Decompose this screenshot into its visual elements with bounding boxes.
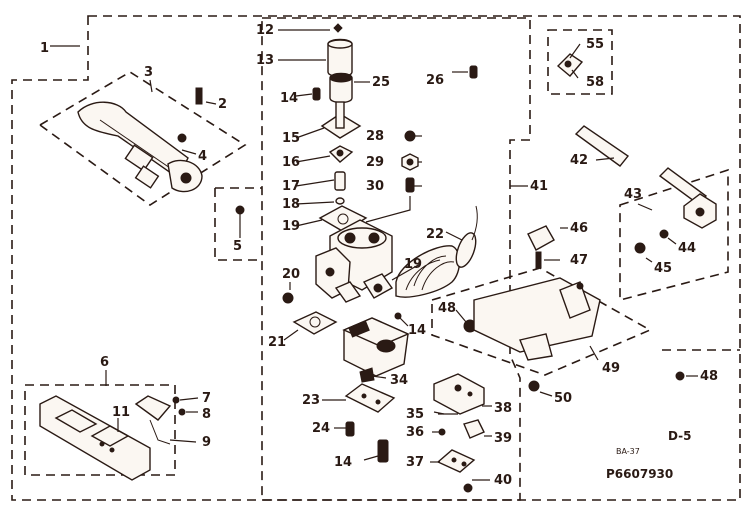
callout-17: 17 xyxy=(282,179,300,194)
callout-11: 11 xyxy=(112,405,130,420)
callout-8: 8 xyxy=(202,407,211,422)
callout-labels: 1 2 3 4 5 6 7 8 9 11 12 13 14 15 16 17 1… xyxy=(40,23,718,488)
callout-22: 22 xyxy=(426,227,444,242)
callout-13: 13 xyxy=(256,53,274,68)
small-code: BA-37 xyxy=(616,447,640,456)
callout-18: 18 xyxy=(282,197,300,212)
callout-3: 3 xyxy=(144,65,153,80)
callout-45: 45 xyxy=(654,261,672,276)
callout-29: 29 xyxy=(366,155,384,170)
callout-55: 55 xyxy=(586,37,604,52)
callout-35: 35 xyxy=(406,407,424,422)
callout-14: 14 xyxy=(334,455,352,470)
callout-14: 14 xyxy=(408,323,426,338)
page-code: D-5 xyxy=(668,429,692,443)
callout-4: 4 xyxy=(198,149,207,164)
callout-49: 49 xyxy=(602,361,620,376)
callout-19: 19 xyxy=(282,219,300,234)
callout-26: 26 xyxy=(426,73,444,88)
callout-37: 37 xyxy=(406,455,424,470)
callout-24: 24 xyxy=(312,421,330,436)
callout-12: 12 xyxy=(256,23,274,38)
callout-20: 20 xyxy=(282,267,300,282)
callout-28: 28 xyxy=(366,129,384,144)
callout-48: 48 xyxy=(438,301,456,316)
part-drawings xyxy=(39,23,717,493)
callout-44: 44 xyxy=(678,241,696,256)
callout-23: 23 xyxy=(302,393,320,408)
callout-25: 25 xyxy=(372,75,390,90)
callout-39: 39 xyxy=(494,431,512,446)
callout-48: 48 xyxy=(700,369,718,384)
callout-38: 38 xyxy=(494,401,512,416)
callout-7: 7 xyxy=(202,391,211,406)
callout-14: 14 xyxy=(280,91,298,106)
callout-46: 46 xyxy=(570,221,588,236)
callout-5: 5 xyxy=(233,239,242,254)
callout-2: 2 xyxy=(218,97,227,112)
leader-lines xyxy=(50,29,698,481)
callout-42: 42 xyxy=(570,153,588,168)
callout-40: 40 xyxy=(494,473,512,488)
callout-41: 41 xyxy=(530,179,548,194)
part-number: P6607930 xyxy=(606,467,673,481)
callout-47: 47 xyxy=(570,253,588,268)
callout-15: 15 xyxy=(282,131,300,146)
callout-9: 9 xyxy=(202,435,211,450)
callout-43: 43 xyxy=(624,187,642,202)
callout-16: 16 xyxy=(282,155,300,170)
callout-6: 6 xyxy=(100,355,109,370)
assembly-boundaries xyxy=(11,15,741,501)
callout-34: 34 xyxy=(390,373,408,388)
callout-58: 58 xyxy=(586,75,604,90)
callout-36: 36 xyxy=(406,425,424,440)
callout-30: 30 xyxy=(366,179,384,194)
callout-21: 21 xyxy=(268,335,286,350)
callout-1: 1 xyxy=(40,41,49,56)
callout-19: 19 xyxy=(404,257,422,272)
callout-50: 50 xyxy=(554,391,572,406)
